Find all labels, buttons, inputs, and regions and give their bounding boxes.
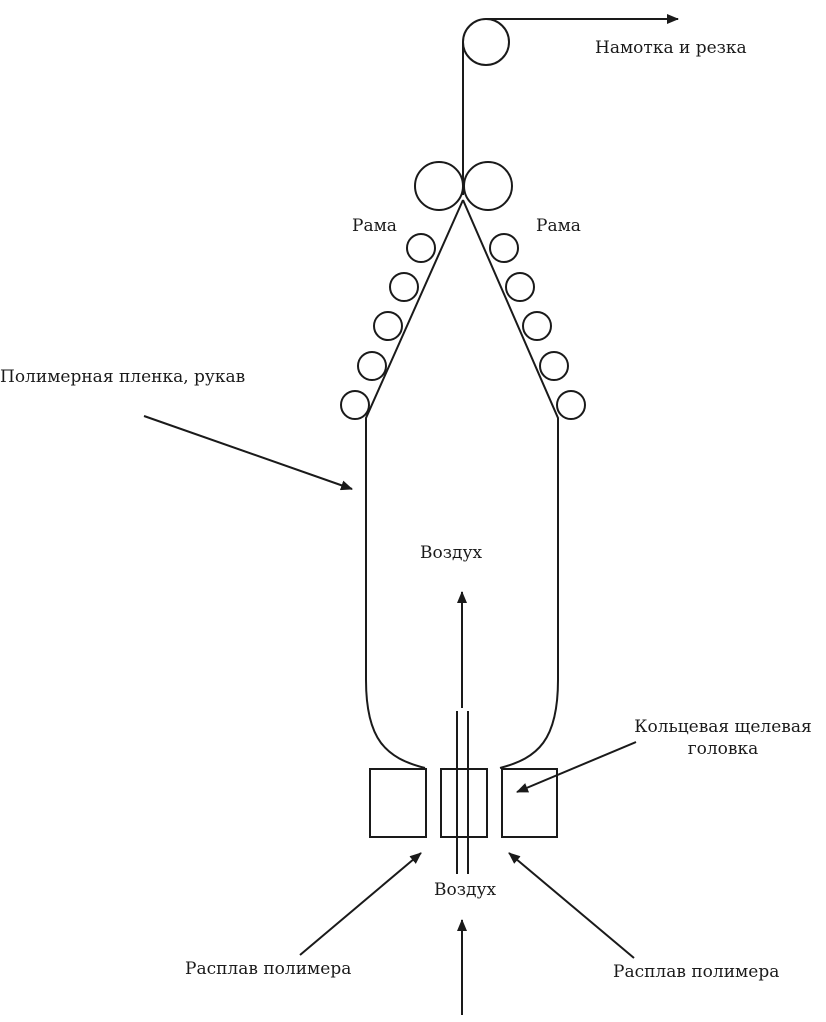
die-block-center	[440, 768, 488, 838]
melt-label-left: Расплав полимера	[185, 959, 352, 979]
frame-label-left: Рама	[352, 216, 397, 236]
die-block-right	[501, 768, 558, 838]
frame-roller-right-3	[522, 311, 552, 341]
melt-label-right: Расплав полимера	[613, 962, 780, 982]
frame-roller-right-1	[489, 233, 519, 263]
top-pulley	[462, 18, 510, 66]
die-pointer-arrow	[516, 741, 637, 793]
film-label: Полимерная пленка, рукав	[0, 367, 246, 387]
die-label-line2: головка	[687, 739, 759, 760]
die-label: Кольцевая щелевая головка	[628, 716, 818, 760]
frame-roller-right-5	[556, 390, 586, 420]
nip-roller-left	[414, 161, 464, 211]
melt-left-arrow	[299, 852, 422, 956]
film-pointer-arrow	[143, 415, 353, 491]
frame-roller-left-4	[357, 351, 387, 381]
frame-roller-right-2	[505, 272, 535, 302]
nip-roller-right	[463, 161, 513, 211]
frame-label-right: Рама	[536, 216, 581, 236]
frame-roller-left-1	[406, 233, 436, 263]
air-inside-label: Воздух	[420, 543, 483, 563]
winding-label: Намотка и резка	[595, 38, 747, 58]
melt-right-arrow	[508, 852, 635, 959]
frame-roller-left-5	[340, 390, 370, 420]
film-bubble-right	[462, 199, 559, 769]
frame-roller-right-4	[539, 351, 569, 381]
air-inlet-label: Воздух	[434, 880, 497, 900]
die-block-left	[369, 768, 427, 838]
frame-roller-left-3	[373, 311, 403, 341]
die-label-line1: Кольцевая щелевая	[634, 717, 812, 737]
frame-roller-left-2	[389, 272, 419, 302]
film-bubble-left	[365, 199, 464, 769]
